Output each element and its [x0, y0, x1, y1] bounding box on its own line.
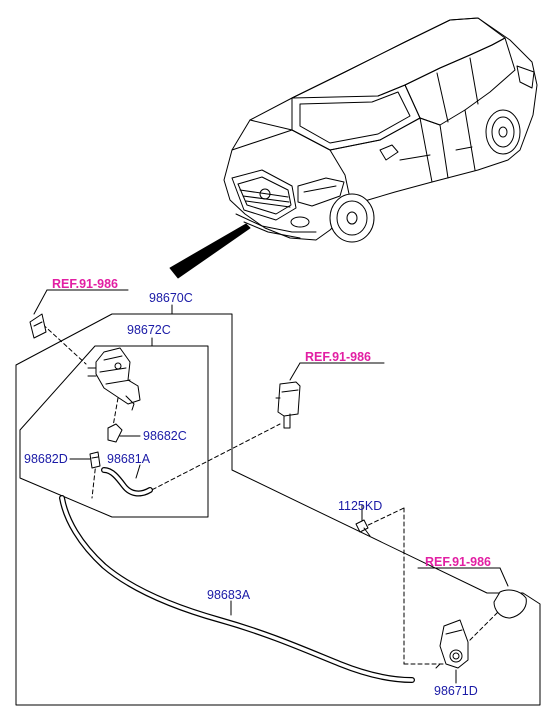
- ref-label-bottom-right[interactable]: REF.91-986: [425, 555, 492, 569]
- connector-icon: [89, 451, 101, 469]
- frame-98672C: [19, 345, 209, 518]
- nozzle-assembly-icon: [435, 619, 469, 669]
- part-label-98683A: 98683A: [207, 588, 251, 602]
- ref-label-top-left[interactable]: REF.91-986: [52, 277, 119, 291]
- frame-98670C: [15, 313, 541, 706]
- hose-icon: [101, 467, 153, 497]
- part-label-98682D: 98682D: [24, 452, 68, 466]
- part-label-98670C: 98670C: [149, 291, 193, 305]
- part-label-98672C: 98672C: [127, 323, 171, 337]
- car-illustration-icon: [223, 17, 538, 243]
- part-label-98671D: 98671D: [434, 684, 478, 698]
- bolt-icon: [355, 519, 371, 537]
- nozzle-assembly-icon: [87, 347, 141, 411]
- washer-pump-icon: [275, 381, 301, 429]
- part-label-98681A: 98681A: [107, 452, 151, 466]
- connector-icon: [29, 313, 47, 339]
- hose-icon: [107, 423, 123, 443]
- part-label-1125KD: 1125KD: [338, 499, 383, 513]
- cap-icon: [493, 589, 527, 619]
- part-label-98682C: 98682C: [143, 429, 187, 443]
- hose-icon: [59, 495, 415, 683]
- ref-label-middle[interactable]: REF.91-986: [305, 350, 372, 364]
- pointer-wedge: [169, 223, 251, 279]
